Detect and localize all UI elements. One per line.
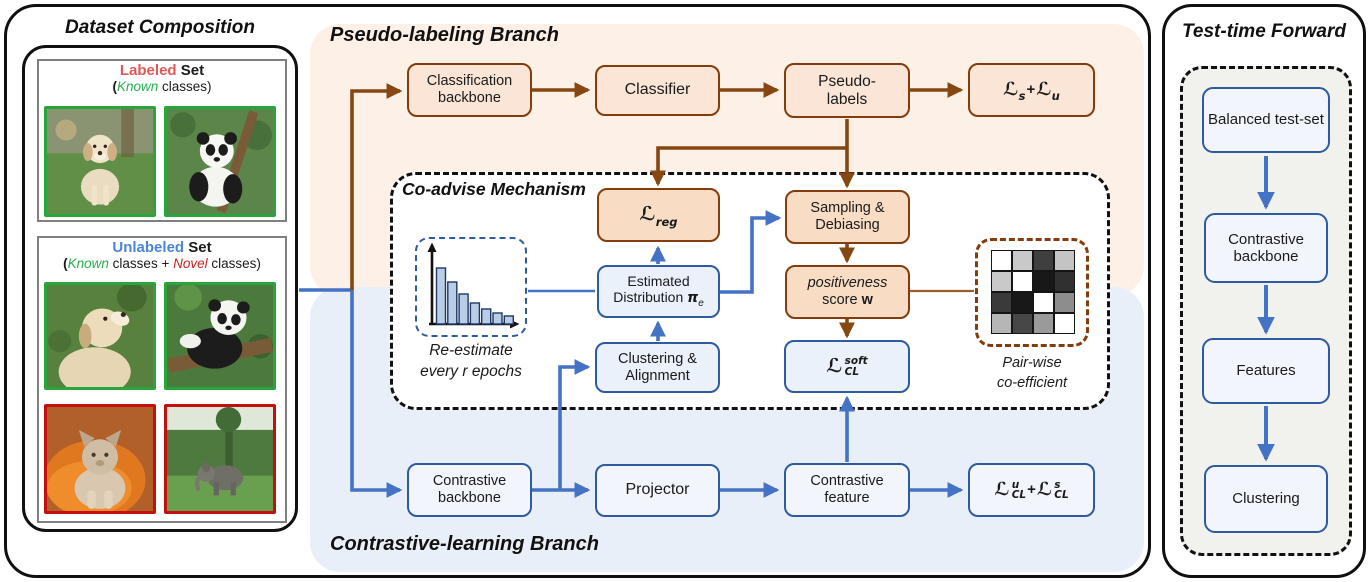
dog-illustration xyxy=(47,109,153,214)
unlabeled-cat-photo xyxy=(44,404,156,514)
unlabeled-dog-photo xyxy=(44,282,156,390)
contrastive-branch-title: Contrastive-learning Branch xyxy=(330,533,599,555)
matrix-caption-line1: Pair-wise xyxy=(1002,355,1062,371)
box-clustering-alignment: Clustering & Alignment xyxy=(595,342,720,393)
matrix-cell xyxy=(1033,250,1054,271)
box-classifier: Classifier xyxy=(595,65,720,116)
histogram-bars xyxy=(435,267,515,325)
matrix-caption: Pair-wise co-efficient xyxy=(956,353,1108,394)
histogram-bar xyxy=(492,312,503,325)
matrix-cell xyxy=(1012,313,1033,334)
matrix-cell xyxy=(1054,292,1075,313)
box-balanced-test-set: Balanced test-set xyxy=(1202,87,1330,153)
matrix-cell xyxy=(991,250,1012,271)
histogram-caption-line2: every r epochs xyxy=(420,362,522,380)
box-tt-contrastive-backbone: Contrastive backbone xyxy=(1204,213,1328,283)
unlabeled-elephant-photo xyxy=(164,404,276,514)
panda-illustration xyxy=(167,285,273,387)
pseudo-branch-title: Pseudo-labeling Branch xyxy=(330,24,559,46)
unlabeled-set-heading: Unlabeled Set xyxy=(112,239,212,256)
matrix-cell xyxy=(1033,313,1054,334)
box-estimated-distribution: Estimated Distribution πe xyxy=(597,265,720,318)
histogram-bar xyxy=(458,293,469,325)
histogram-bar xyxy=(447,281,458,325)
pairwise-coefficient-matrix xyxy=(975,238,1089,347)
estimated-line2: Distribution πe xyxy=(613,288,704,309)
matrix-cell xyxy=(991,292,1012,313)
dataset-title: Dataset Composition xyxy=(64,17,256,38)
matrix-cell xyxy=(991,313,1012,334)
box-positiveness-score: positiveness score w xyxy=(785,265,910,319)
matrix-cell xyxy=(1054,271,1075,292)
box-pseudo-labels: Pseudo-labels xyxy=(784,63,910,118)
box-contrastive-feature: Contrastive feature xyxy=(784,463,910,517)
histogram-caption: Re-estimate every r epochs xyxy=(395,341,547,383)
test-time-title: Test-time Forward xyxy=(1182,21,1346,42)
histogram-bar xyxy=(435,267,447,325)
histogram-bar xyxy=(469,302,481,325)
box-sampling-debiasing: Sampling & Debiasing xyxy=(785,190,910,244)
co-advise-title: Co-advise Mechanism xyxy=(402,179,586,199)
unlabeled-panda-photo xyxy=(164,282,276,390)
histogram-bar xyxy=(503,315,515,325)
labeled-panda-photo xyxy=(164,106,276,217)
box-classification-backbone: Classification backbone xyxy=(407,63,532,117)
histogram-caption-line1: Re-estimate xyxy=(429,342,513,359)
matrix-cell xyxy=(1054,250,1075,271)
cat-illustration xyxy=(47,407,153,511)
histogram-bar xyxy=(480,308,492,325)
box-tt-clustering: Clustering xyxy=(1204,465,1328,533)
matrix-cell xyxy=(1033,292,1054,313)
box-projector: Projector xyxy=(595,464,720,517)
positiveness-line2: score w xyxy=(822,292,873,308)
matrix-cell xyxy=(1012,292,1033,313)
labeled-dog-photo xyxy=(44,106,156,217)
labeled-set-heading: Labeled Set xyxy=(119,62,205,79)
matrix-cell xyxy=(991,271,1012,292)
dog-illustration xyxy=(47,285,153,387)
matrix-cell xyxy=(1012,250,1033,271)
matrix-cell xyxy=(1033,271,1054,292)
matrix-cell xyxy=(1012,271,1033,292)
unlabeled-set-subheading: (Known classes + Novel classes) xyxy=(63,256,261,271)
box-features: Features xyxy=(1202,338,1330,404)
labeled-set-subheading: (Known classes) xyxy=(112,79,212,94)
panda-illustration xyxy=(167,109,273,214)
class-distribution-histogram xyxy=(415,237,527,337)
coefficient-matrix-grid xyxy=(991,250,1075,334)
matrix-cell xyxy=(1054,313,1075,334)
elephant-illustration xyxy=(167,407,273,511)
box-contrastive-backbone: Contrastive backbone xyxy=(407,463,532,517)
matrix-caption-line2: co-efficient xyxy=(996,375,1068,392)
histogram-svg xyxy=(427,242,520,329)
